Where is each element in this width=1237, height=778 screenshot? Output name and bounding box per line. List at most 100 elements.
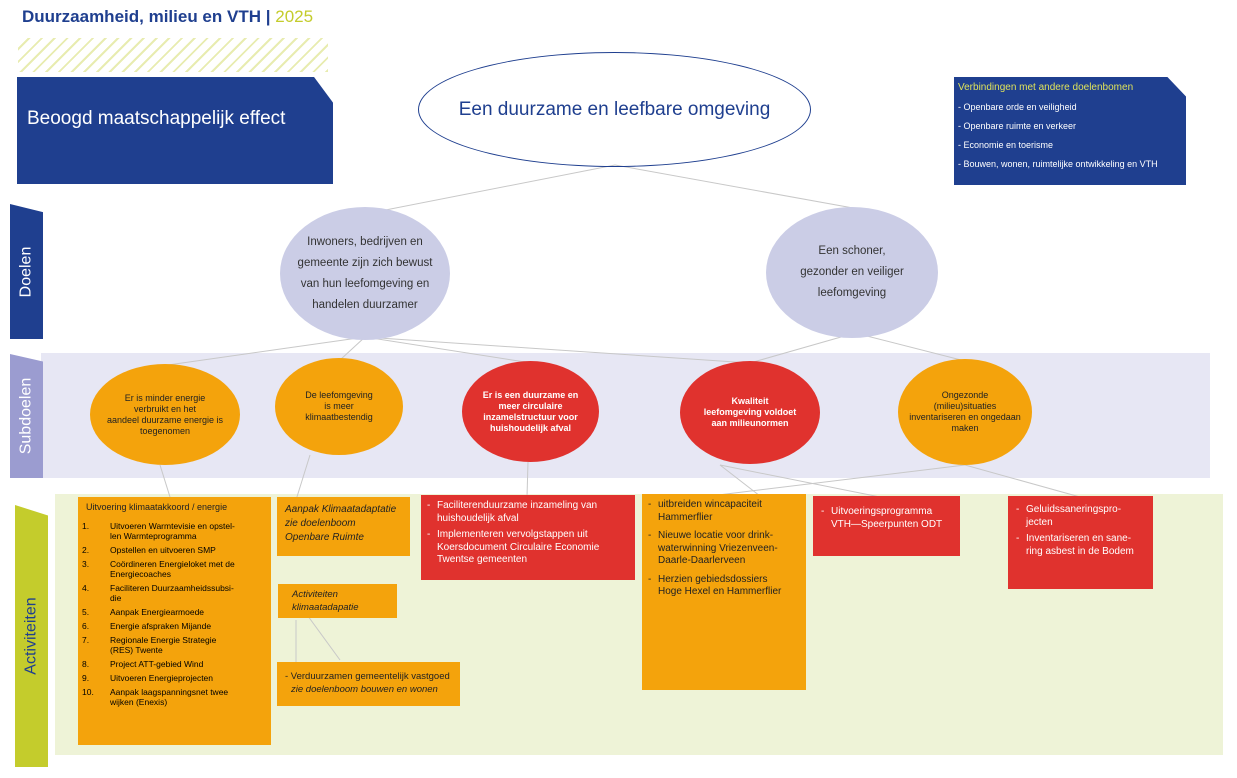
item-line: VTH—Speerpunten ODT xyxy=(831,518,943,530)
list-item: 9. Uitvoeren Energieprojecten xyxy=(82,673,264,683)
item-number: 7. xyxy=(82,635,90,645)
item-line: Energiecoaches xyxy=(110,569,171,579)
subdoel-5-line: maken xyxy=(951,423,979,433)
line-sub1-act xyxy=(159,464,171,498)
subdoel-3-line: Er is een duurzame en xyxy=(482,389,579,400)
item-number: 2. xyxy=(82,545,90,555)
list-item: 8. Project ATT-gebied Wind xyxy=(82,659,264,669)
subdoel-2-line: klimaatbestendig xyxy=(305,412,373,422)
adapt-act-line: Activiteiten xyxy=(292,589,338,600)
effect-ellipse: Een duurzame en leefbare omgeving xyxy=(418,52,811,167)
activity-card-klimaat: Uitvoering klimaatakkoord / energie 1.Ui… xyxy=(78,497,271,745)
vastgoed-link: zie doelenboom bouwen en wonen xyxy=(291,684,438,695)
item-number: 10. xyxy=(82,687,94,697)
connections-box: Verbindingen met andere doelenbomen - Op… xyxy=(954,77,1186,185)
line-sub4-act1 xyxy=(719,464,761,497)
item-line: Energie afspraken Mijande xyxy=(110,621,212,631)
subdoel-bubble-1: Er is minder energie verbruikt en het aa… xyxy=(90,364,240,465)
line-doel2-sub4 xyxy=(749,332,856,364)
subdoel-5-line: (milieu)situaties xyxy=(933,401,997,411)
item-line: uitbreiden wincapaciteit xyxy=(658,499,762,510)
item-line: Aanpak laagspanningsnet twee xyxy=(110,687,229,697)
subdoel-bubble-4: Kwaliteit leefomgeving voldoet aan milie… xyxy=(680,361,820,464)
klimaat-list: 1.Uitvoeren Warmtevisie en opstel-len Wa… xyxy=(82,521,264,710)
item-line: Hammerflier xyxy=(658,511,713,523)
subdoel-4-line: leefomgeving voldoet xyxy=(703,407,797,417)
doel-1-line: gemeente zijn zich bewust xyxy=(297,256,433,269)
item-number: 3. xyxy=(82,559,90,569)
item-number: 4. xyxy=(82,583,90,593)
activity-card-geluid: -Geluidssaneringspro-jecten -Inventarise… xyxy=(1008,496,1153,589)
subdoel-3-line: inzamelstructuur voor xyxy=(483,411,578,422)
effect-label: Beoogd maatschappelijk effect xyxy=(27,108,286,129)
subdoel-bubble-3: Er is een duurzame en meer circulaire in… xyxy=(462,361,599,462)
subdoel-3-line: huishoudelijk afval xyxy=(489,422,571,433)
adapt-line: Aanpak Klimaatadaptatie xyxy=(285,504,397,515)
item-line: jecten xyxy=(1026,516,1053,528)
item-number: 5. xyxy=(82,607,90,617)
page-title: Duurzaamheid, milieu en VTH | 2025 xyxy=(22,7,313,27)
doel-bubble-1: Inwoners, bedrijven en gemeente zijn zic… xyxy=(280,207,450,340)
item-line: Uitvoeren Energieprojecten xyxy=(110,673,214,683)
subdoel-1-line: verbruikt en het xyxy=(133,403,197,414)
subdoel-2-line: De leefomgeving xyxy=(305,390,373,400)
list-item: -Inventariseren en sane-ring asbest in d… xyxy=(1016,533,1134,557)
item-line: Herzien gebiedsdossiers xyxy=(658,573,768,585)
subdoel-5-line: Ongezonde xyxy=(941,390,989,400)
item-line: Uitvoeren Warmtevisie en opstel- xyxy=(110,521,235,531)
connections-heading: Verbindingen met andere doelenbomen xyxy=(958,82,1134,93)
connection-item: - Bouwen, wonen, ruimtelijke ontwikkelin… xyxy=(958,159,1158,169)
tab-subdoelen: Subdoelen xyxy=(10,354,43,478)
line-sub2-act xyxy=(295,454,311,501)
subdoel-1-line: Er is minder energie xyxy=(124,392,206,403)
line-goal-doel2 xyxy=(614,164,854,209)
tab-activiteiten: Activiteiten xyxy=(15,505,48,767)
item-line: Coördineren Energieloket met de xyxy=(110,559,235,569)
item-line: Inventariseren en sane- xyxy=(1026,533,1132,544)
list-item: -Nieuwe locatie voor drink-waterwinning … xyxy=(648,530,778,566)
list-item: 1.Uitvoeren Warmtevisie en opstel-len Wa… xyxy=(82,521,264,541)
item-number: 6. xyxy=(82,621,90,631)
list-item: 4.Faciliteren Duurzaamheidssubsi-die xyxy=(82,583,264,603)
line-goal-doel1 xyxy=(374,164,616,213)
item-number: 8. xyxy=(82,659,90,669)
line-sub3-act xyxy=(526,461,529,498)
doel-2-line: gezonder en veiliger xyxy=(800,266,904,278)
subdoel-bubble-5: Ongezonde (milieu)situaties inventariser… xyxy=(898,359,1032,465)
decorative-stripes xyxy=(18,38,328,72)
activity-card-klimaatadaptatie: Aanpak Klimaatadaptatie zie doelenboom O… xyxy=(277,497,410,556)
line-act-adapt xyxy=(304,611,341,661)
list-item: -Geluidssaneringspro-jecten xyxy=(1016,504,1122,528)
list-item: 7.Regionale Energie Strategie(RES) Twent… xyxy=(82,635,264,655)
activity-card-klimaatadapatie: Activiteiten klimaatadapatie xyxy=(278,584,397,618)
vastgoed-line: - Verduurzamen gemeentelijk vastgoed xyxy=(285,671,450,682)
subdoel-3-line: meer circulaire xyxy=(498,400,563,411)
item-line: huishoudelijk afval xyxy=(437,512,519,524)
activity-card-vastgoed: - Verduurzamen gemeentelijk vastgoed zie… xyxy=(277,662,460,706)
subdoel-5-line: inventariseren en ongedaan xyxy=(909,412,1021,422)
line-sub5-act1 xyxy=(709,464,966,497)
item-line: Regionale Energie Strategie xyxy=(110,635,217,645)
subdoel-4-line: Kwaliteit xyxy=(731,396,769,406)
doel-1-line: van hun leefomgeving en xyxy=(300,277,430,290)
effect-label-box: Beoogd maatschappelijk effect xyxy=(17,77,333,184)
item-line: Twentse gemeenten xyxy=(437,554,528,565)
item-line: Faciliteren Duurzaamheidssubsi- xyxy=(110,583,234,593)
line-doel2-sub5 xyxy=(854,332,966,362)
line-doel1-sub1 xyxy=(167,336,366,366)
doel-bubble-2: Een schoner, gezonder en veiliger leefom… xyxy=(766,207,938,338)
tab-doelen: Doelen xyxy=(10,204,43,339)
item-number: 9. xyxy=(82,673,90,683)
item-line: Project ATT-gebied Wind xyxy=(110,659,204,669)
tab-subdoelen-label: Subdoelen xyxy=(17,377,35,455)
adapt-line: zie doelenboom xyxy=(285,518,356,529)
klimaat-heading: Uitvoering klimaatakkoord / energie xyxy=(86,502,228,512)
